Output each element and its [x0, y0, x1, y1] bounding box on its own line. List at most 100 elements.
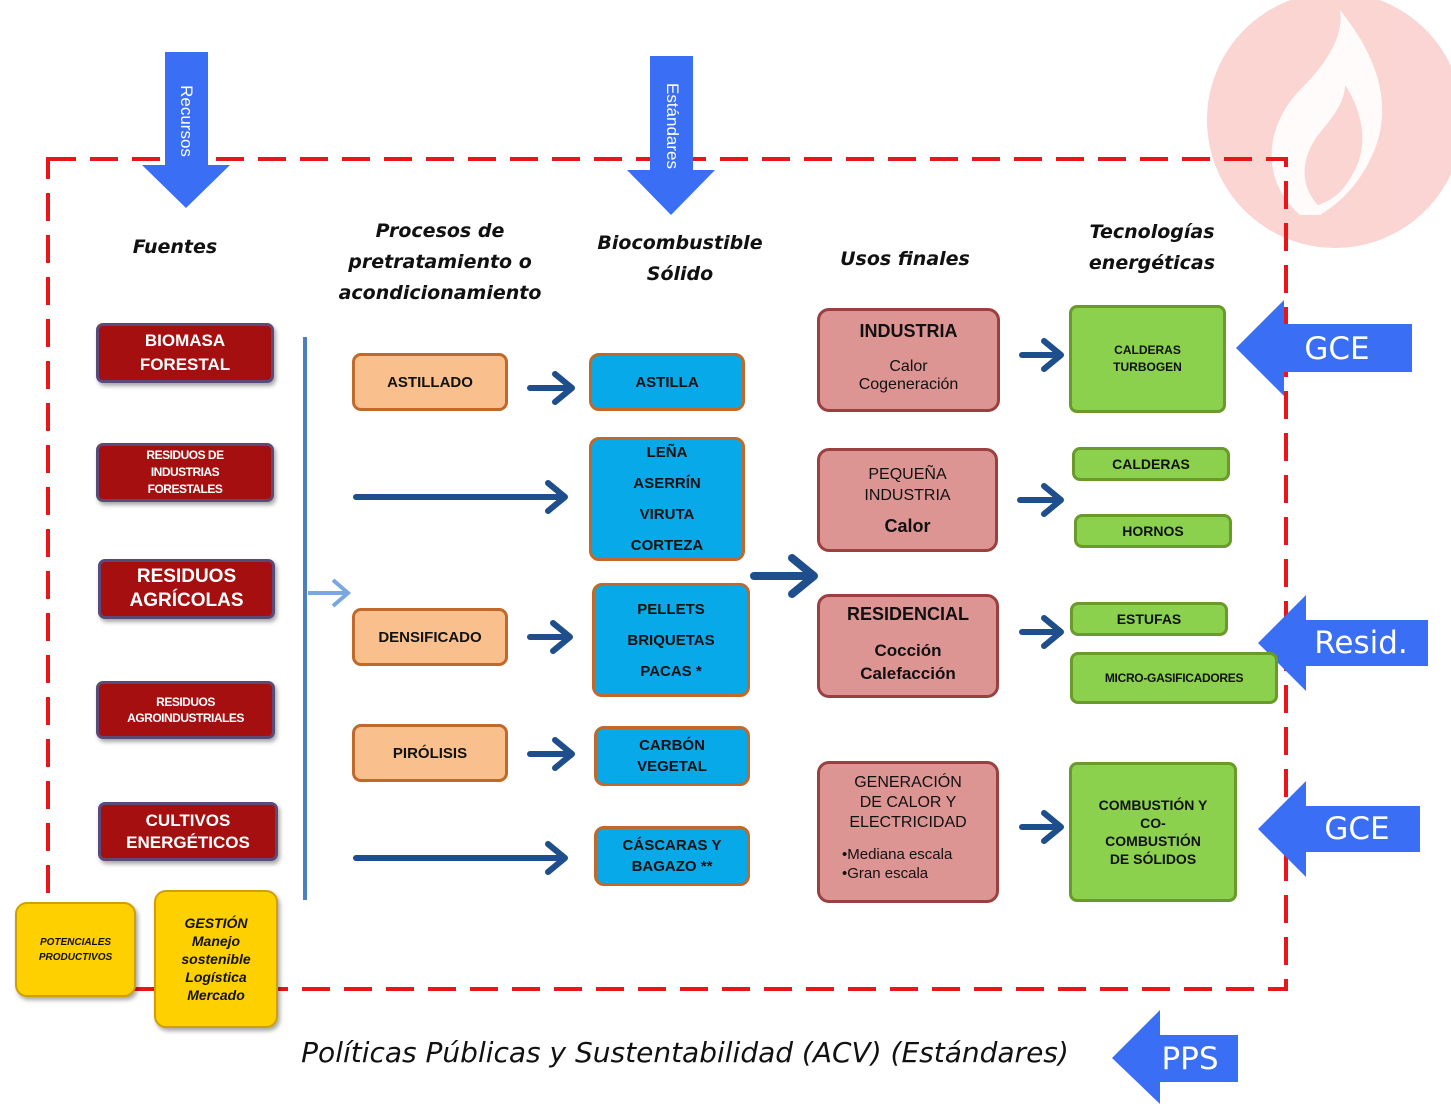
source-line: AGROINDUSTRIALES: [127, 711, 244, 725]
fuel-line: PACAS *: [640, 662, 702, 680]
use-generacion: GENERACIÓN DE CALOR Y ELECTRICIDAD •Medi…: [817, 761, 999, 903]
fuel-cascaras-bagazo: CÁSCARAS Y BAGAZO **: [594, 826, 750, 886]
tech-line: COMBUSTIÓN Y: [1098, 797, 1208, 813]
tech-line: TURBOGEN: [1113, 360, 1182, 374]
gold-line: PRODUCTIVOS: [38, 951, 113, 963]
fuel-line: LEÑA: [646, 444, 688, 461]
header-technologies: Tecnologías energéticas: [1062, 217, 1242, 279]
use-residencial: RESIDENCIAL Cocción Calefacción: [817, 594, 999, 698]
source-line: ENERGÉTICOS: [126, 832, 250, 852]
tech-line: CO-: [1140, 815, 1166, 831]
source-line: INDUSTRIAS: [150, 465, 220, 479]
pps-label: PPS: [1161, 1041, 1219, 1077]
fuel-line: ASTILLA: [635, 373, 699, 391]
footer-policies: Políticas Públicas y Sustentabilidad (AC…: [301, 1036, 1069, 1069]
source-line: RESIDUOS: [136, 566, 237, 587]
tech-combustion-solidos: COMBUSTIÓN Y CO- COMBUSTIÓN DE SÓLIDOS: [1069, 762, 1237, 902]
fuel-carbon-vegetal: CARBÓN VEGETAL: [594, 726, 750, 786]
resid-arrow: [1258, 595, 1428, 691]
gold-line: Logística: [185, 969, 247, 985]
header-processes: Procesos de pretratamiento o acondiciona…: [320, 216, 560, 309]
gce-bottom-label: GCE: [1324, 811, 1390, 847]
use-title: INDUSTRIA: [859, 321, 958, 341]
arrow-densificado-pellets: [527, 620, 573, 654]
fuel-pellets-briquetas: PELLETS BRIQUETAS PACAS *: [592, 583, 750, 697]
scope-boundary: [46, 157, 1288, 991]
standards-arrow: [627, 56, 715, 215]
arrow-pequena-calderas: [1017, 483, 1064, 517]
arrow-pirolisis-carbon: [527, 737, 575, 771]
arrow-generacion-combustion: [1019, 810, 1064, 844]
fuel-lena-aserrin: LEÑA ASERRÍN VIRUTA CORTEZA: [589, 437, 745, 561]
source-line: FORESTALES: [147, 482, 223, 496]
source-line: RESIDUOS: [156, 695, 215, 709]
resid-label: Resid.: [1314, 625, 1408, 661]
arrow-residencial-estufas: [1019, 615, 1064, 649]
source-biomasa-forestal: BIOMASA FORESTAL: [96, 323, 274, 383]
use-title: GENERACIÓN: [854, 774, 962, 791]
fuel-line: ASERRÍN: [633, 475, 701, 492]
resources-arrow: [142, 52, 230, 208]
source-line: AGRÍCOLAS: [129, 590, 244, 611]
use-line: •Gran escala: [842, 865, 929, 882]
use-title: ELECTRICIDAD: [849, 814, 967, 831]
use-title: INDUSTRIA: [864, 486, 951, 504]
header-sources: Fuentes: [132, 236, 218, 258]
header-biofuel: Biocombustible Sólido: [580, 228, 780, 290]
header-technologies-line2: energéticas: [1088, 252, 1216, 274]
header-processes-line1: Procesos de: [375, 220, 505, 242]
source-residuos-agricolas: RESIDUOS AGRÍCOLAS: [98, 559, 275, 619]
header-end-uses: Usos finales: [840, 248, 970, 270]
use-title: RESIDENCIAL: [846, 604, 969, 624]
fuel-line: VIRUTA: [639, 506, 695, 523]
source-residuos-industrias-forestales: RESIDUOS DE INDUSTRIAS FORESTALES: [96, 443, 274, 502]
process-pirolisis: PIRÓLISIS: [352, 724, 508, 782]
source-residuos-agroindustriales: RESIDUOS AGROINDUSTRIALES: [96, 681, 275, 739]
gce-top-arrow: [1236, 300, 1412, 396]
gold-line: POTENCIALES: [39, 936, 112, 948]
process-densificado: DENSIFICADO: [352, 608, 508, 666]
standards-label: Estándares: [663, 83, 682, 169]
gce-top-label: GCE: [1304, 331, 1370, 367]
tech-hornos: HORNOS: [1074, 514, 1232, 548]
use-line: Calor: [884, 515, 931, 536]
header-processes-line3: acondicionamiento: [338, 282, 542, 304]
arrow-direct-lena: [353, 480, 568, 514]
tech-line: CALDERAS: [1114, 343, 1181, 357]
use-pequena-industria: PEQUEÑA INDUSTRIA Calor: [817, 448, 998, 552]
tech-calderas-turbogen: CALDERAS TURBOGEN: [1069, 305, 1226, 413]
use-line: Cogeneración: [858, 376, 959, 393]
source-cultivos-energeticos: CULTIVOS ENERGÉTICOS: [98, 802, 278, 861]
header-biofuel-line1: Biocombustible: [597, 232, 763, 254]
fuel-line: VEGETAL: [637, 758, 707, 775]
tech-line: DE SÓLIDOS: [1109, 851, 1197, 867]
use-industria: INDUSTRIA Calor Cogeneración: [817, 308, 1000, 412]
gold-line: Manejo: [191, 933, 241, 949]
use-line: Calor: [889, 358, 928, 375]
tech-micro-gasificadores: MICRO-GASIFICADORES: [1070, 652, 1278, 704]
gold-line: sostenible: [181, 951, 251, 967]
use-title: PEQUEÑA: [868, 465, 947, 483]
arrow-direct-cascaras: [353, 841, 568, 875]
use-line: Cocción: [874, 641, 942, 660]
box-potenciales-productivos: POTENCIALES PRODUCTIVOS: [15, 902, 136, 997]
header-processes-line2: pretratamiento o: [348, 251, 532, 273]
arrow-fuels-uses: [750, 554, 818, 598]
gce-bottom-arrow: [1258, 781, 1420, 877]
arrow-astillado-astilla: [527, 371, 575, 405]
process-astillado: ASTILLADO: [352, 353, 508, 411]
source-line: CULTIVOS: [145, 810, 231, 830]
tech-line: COMBUSTIÓN: [1105, 833, 1201, 849]
tech-estufas: ESTUFAS: [1070, 602, 1228, 636]
source-line: BIOMASA: [144, 331, 226, 350]
fuel-line: CORTEZA: [630, 537, 704, 554]
fuel-line: PELLETS: [637, 600, 705, 618]
header-biofuel-line2: Sólido: [646, 263, 714, 285]
fuel-line: CÁSCARAS Y: [622, 837, 722, 854]
use-title: DE CALOR Y: [859, 794, 957, 811]
source-line: RESIDUOS DE: [146, 448, 224, 462]
tech-calderas: CALDERAS: [1072, 447, 1230, 481]
fuel-line: BRIQUETAS: [627, 631, 715, 649]
header-technologies-line1: Tecnologías: [1089, 221, 1215, 243]
